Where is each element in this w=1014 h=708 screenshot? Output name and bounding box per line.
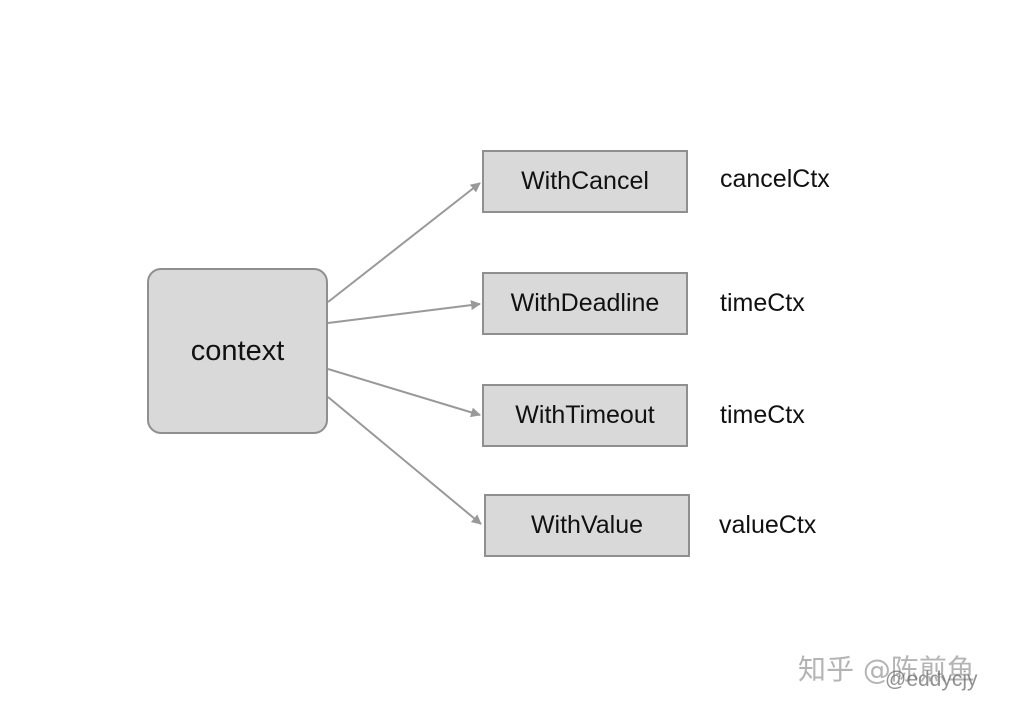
context-node: context: [147, 268, 328, 434]
arrow-to-withcancel: [327, 182, 481, 303]
timectx-label-deadline: timeCtx: [720, 289, 805, 317]
withdeadline-node: WithDeadline: [482, 272, 688, 335]
cancelctx-label: cancelCtx: [720, 165, 830, 193]
arrow-to-withvalue: [327, 396, 482, 525]
withcancel-node: WithCancel: [482, 150, 688, 213]
withcancel-label: WithCancel: [521, 167, 649, 195]
timectx-label-timeout: timeCtx: [720, 401, 805, 429]
valuectx-label: valueCtx: [719, 511, 817, 539]
context-label: context: [190, 334, 285, 367]
withtimeout-label: WithTimeout: [515, 401, 655, 429]
withtimeout-node: WithTimeout: [482, 384, 688, 447]
withvalue-node: WithValue: [484, 494, 690, 557]
zhihu-watermark: 知乎 @陈煎鱼: [798, 653, 975, 686]
author-watermark: @eddycjy: [885, 668, 978, 691]
arrow-to-withdeadline: [327, 300, 481, 324]
withdeadline-label: WithDeadline: [510, 289, 660, 317]
arrow-to-withtimeout: [327, 368, 481, 418]
withvalue-label: WithValue: [530, 511, 644, 539]
